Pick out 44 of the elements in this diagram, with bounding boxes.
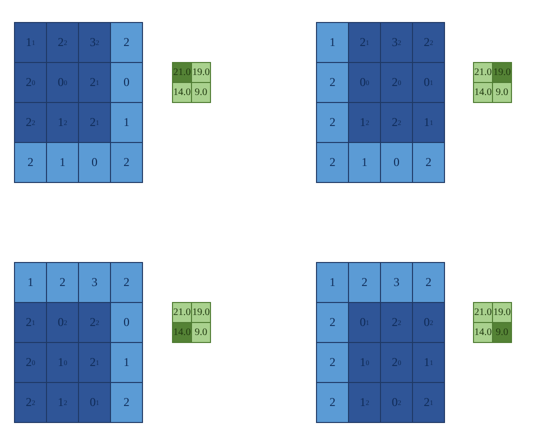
output-cell: 19.0 bbox=[492, 62, 512, 83]
input-cell: 1 bbox=[348, 142, 381, 183]
input-cell: 1 bbox=[46, 142, 79, 183]
input-cell: 2 bbox=[348, 262, 381, 303]
output-cell: 19.0 bbox=[191, 62, 211, 83]
output-cell: 9.0 bbox=[191, 322, 211, 343]
output-cell: 19.0 bbox=[492, 302, 512, 323]
input-cell: 3 bbox=[78, 262, 111, 303]
input-cell: 2 bbox=[412, 262, 445, 303]
input-cell: 2 bbox=[316, 302, 349, 343]
input-cell: 2 bbox=[110, 382, 143, 423]
input-cell: 2 bbox=[46, 262, 79, 303]
input-cell: 2 bbox=[316, 382, 349, 423]
output-cell: 21.0 bbox=[473, 302, 493, 323]
input-cell: 1 bbox=[110, 102, 143, 143]
input-cell: 0 bbox=[110, 302, 143, 343]
input-cell: 0 bbox=[110, 62, 143, 103]
input-cell: 2 bbox=[110, 142, 143, 183]
output-cell: 21.0 bbox=[172, 62, 192, 83]
input-cell: 1 bbox=[316, 22, 349, 63]
input-cell: 1 bbox=[14, 262, 47, 303]
input-cell: 0 bbox=[78, 142, 111, 183]
input-cell: 1 bbox=[110, 342, 143, 383]
input-cell: 2 bbox=[110, 262, 143, 303]
input-cell: 2 bbox=[316, 62, 349, 103]
input-cell: 2 bbox=[412, 142, 445, 183]
output-cell: 21.0 bbox=[473, 62, 493, 83]
input-cell: 1 bbox=[316, 262, 349, 303]
output-cell: 19.0 bbox=[191, 302, 211, 323]
input-cell: 2 bbox=[14, 142, 47, 183]
output-cell: 14.0 bbox=[473, 82, 493, 103]
output-cell: 9.0 bbox=[191, 82, 211, 103]
input-cell: 2 bbox=[110, 22, 143, 63]
output-cell: 9.0 bbox=[492, 82, 512, 103]
input-cell: 2 bbox=[316, 142, 349, 183]
output-cell: 14.0 bbox=[473, 322, 493, 343]
output-cell: 14.0 bbox=[172, 322, 192, 343]
output-cell: 21.0 bbox=[172, 302, 192, 323]
input-cell: 0 bbox=[380, 142, 413, 183]
input-cell: 3 bbox=[380, 262, 413, 303]
output-cell: 9.0 bbox=[492, 322, 512, 343]
input-cell: 2 bbox=[316, 102, 349, 143]
input-cell: 2 bbox=[316, 342, 349, 383]
output-cell: 14.0 bbox=[172, 82, 192, 103]
